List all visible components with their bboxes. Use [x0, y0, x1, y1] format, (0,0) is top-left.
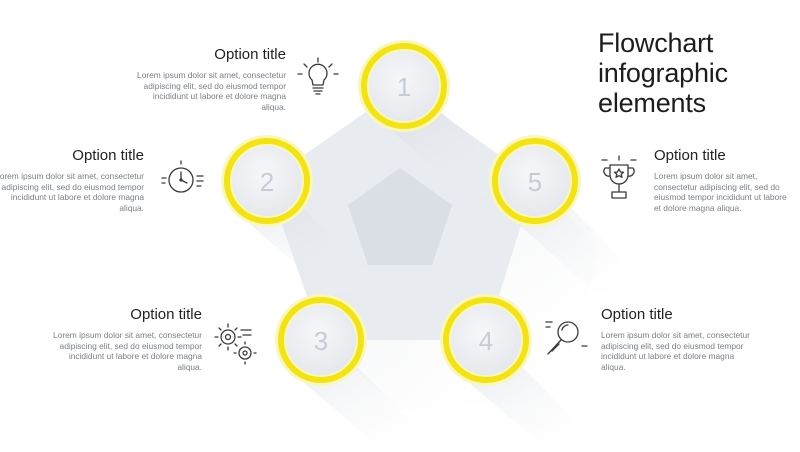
step-title-3: Option title [130, 306, 202, 323]
step-text-2: Option title Lorem ipsum dolor sit amet,… [0, 147, 144, 213]
step-number-1: 1 [397, 72, 411, 102]
step-title-2: Option title [72, 147, 144, 164]
lightbulb-icon [297, 57, 339, 95]
step-number-2: 2 [260, 167, 274, 197]
trophy-icon [601, 155, 637, 199]
step-text-1: Option title Lorem ipsum dolor sit amet,… [136, 46, 286, 112]
pentagon-shadow [322, 181, 600, 410]
step-circle-4: 4 [440, 294, 600, 452]
step-circle-5: 5 [489, 135, 648, 295]
step-title-5: Option title [654, 147, 726, 164]
step-text-3: Option title Lorem ipsum dolor sit amet,… [52, 306, 202, 372]
magnifier-icon [545, 321, 588, 355]
step-description-2: Lorem ipsum dolor sit amet, consectetur … [0, 171, 144, 213]
step-circle-2: 2 [221, 135, 380, 295]
step-title-4: Option title [601, 306, 673, 323]
step-number-3: 3 [314, 326, 328, 356]
step-circle-3: 3 [275, 294, 435, 452]
step-circle-1: 1 [358, 40, 520, 200]
step-description-4: Lorem ipsum dolor sit amet, consectetur … [601, 330, 750, 372]
title-line-2: infographic [598, 58, 728, 88]
step-text-4: Option title Lorem ipsum dolor sit amet,… [601, 306, 751, 372]
step-description-5: Lorem ipsum dolor sit amet, consectetur … [654, 171, 787, 213]
step-description-1: Lorem ipsum dolor sit amet, consectetur … [137, 70, 286, 112]
title-line-3: elements [598, 88, 706, 118]
step-number-5: 5 [528, 167, 542, 197]
step-number-4: 4 [479, 326, 493, 356]
inner-pentagon [348, 168, 452, 265]
step-description-3: Lorem ipsum dolor sit amet, consectetur … [53, 330, 202, 372]
title-line-1: Flowchart [598, 28, 714, 58]
step-text-5: Option title Lorem ipsum dolor sit amet,… [654, 147, 794, 213]
gears-icon [214, 323, 257, 365]
clock-icon [161, 160, 204, 193]
page-title: Flowchart infographic elements [598, 28, 728, 118]
step-title-1: Option title [214, 46, 286, 63]
